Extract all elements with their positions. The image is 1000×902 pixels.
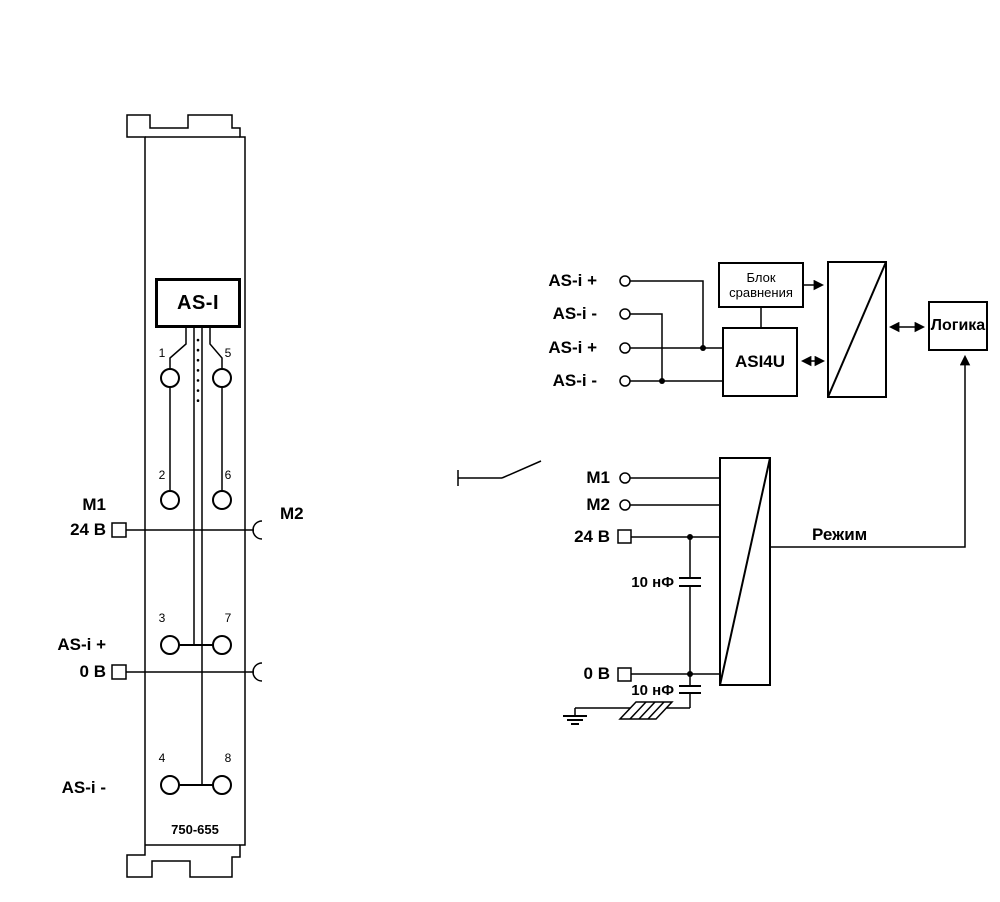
terminal-6 bbox=[212, 490, 232, 510]
isolation-diagonal bbox=[719, 457, 771, 686]
logic-block: Логика bbox=[928, 301, 988, 351]
wire-asi2 bbox=[630, 313, 663, 381]
module-drawing bbox=[111, 114, 263, 878]
24v-input-label: 24 В bbox=[574, 527, 610, 546]
module-outline bbox=[126, 114, 246, 878]
socket-0v-icon bbox=[252, 662, 263, 682]
0v-input-label: 0 В bbox=[583, 664, 610, 683]
pin-m2 bbox=[619, 499, 631, 511]
terminal-number-2: 2 bbox=[158, 468, 166, 482]
mode-wire bbox=[770, 354, 971, 548]
asi-plus-terminal-label: AS-i + bbox=[57, 635, 106, 654]
model-number: 750-655 bbox=[171, 822, 219, 837]
comparison-block-line1: Блок bbox=[746, 270, 776, 285]
terminal-number-6: 6 bbox=[224, 468, 232, 482]
terminal-8 bbox=[212, 775, 232, 795]
terminal-7 bbox=[212, 635, 232, 655]
socket-m2-icon bbox=[252, 520, 263, 540]
asi-minus-terminal-label: AS-i - bbox=[61, 778, 106, 797]
0v-terminal-label: 0 В bbox=[79, 662, 106, 681]
terminal-number-1: 1 bbox=[158, 346, 166, 360]
asi4u-block-label: ASI4U bbox=[734, 352, 786, 371]
terminal-number-7: 7 bbox=[224, 611, 232, 625]
pin-asi3 bbox=[619, 342, 631, 354]
m2-input-label: M2 bbox=[586, 495, 610, 514]
terminal-5 bbox=[212, 368, 232, 388]
junction-dot bbox=[659, 378, 665, 384]
switch-blade bbox=[501, 460, 542, 479]
asi-chip-label: AS-I bbox=[177, 291, 219, 314]
m1-input-label: M1 bbox=[586, 468, 610, 487]
comparison-block: Блок сравнения bbox=[718, 262, 804, 308]
terminal-number-8: 8 bbox=[224, 751, 232, 765]
terminal-number-5: 5 bbox=[224, 346, 232, 360]
capacitor2-label: 10 нФ bbox=[631, 682, 674, 699]
din-rail-icon bbox=[618, 701, 674, 720]
wire-asi1 bbox=[630, 280, 704, 348]
pin-asi1 bbox=[619, 275, 631, 287]
asi4u-block: ASI4U bbox=[722, 327, 798, 397]
logic-block-label: Логика bbox=[930, 317, 986, 334]
asi1-input-label: AS-i + bbox=[548, 271, 597, 290]
plug-square-0v bbox=[111, 664, 127, 680]
pin-asi2 bbox=[619, 308, 631, 320]
asi4-input-label: AS-i - bbox=[552, 371, 597, 390]
24v-terminal-label: 24 В bbox=[70, 520, 106, 539]
terminal-1 bbox=[160, 368, 180, 388]
terminal-number-3: 3 bbox=[158, 611, 166, 625]
m1-terminal-label: M1 bbox=[82, 495, 106, 514]
block-diagram bbox=[457, 261, 971, 725]
terminal-2 bbox=[160, 490, 180, 510]
plug-square-24v-in bbox=[617, 529, 632, 544]
terminal-4 bbox=[160, 775, 180, 795]
bus-wire bbox=[169, 328, 187, 369]
mode-label: Режим bbox=[812, 525, 868, 544]
junction-dot bbox=[700, 345, 706, 351]
bus-wire bbox=[209, 328, 223, 369]
pin-asi4 bbox=[619, 375, 631, 387]
asi-chip-box: AS-I bbox=[155, 278, 241, 328]
comparison-block-line2: сравнения bbox=[729, 285, 793, 300]
capacitor1-label: 10 нФ bbox=[631, 574, 674, 591]
isolation-diagonal bbox=[827, 261, 887, 398]
pin-m1 bbox=[619, 472, 631, 484]
m2-terminal-label: M2 bbox=[280, 504, 304, 523]
asi2-input-label: AS-i - bbox=[552, 304, 597, 323]
ground-icon bbox=[563, 708, 587, 725]
asi3-input-label: AS-i + bbox=[548, 338, 597, 357]
plug-square-0v-in bbox=[617, 667, 632, 682]
terminal-number-4: 4 bbox=[158, 751, 166, 765]
plug-square-24v bbox=[111, 522, 127, 538]
terminal-3 bbox=[160, 635, 180, 655]
